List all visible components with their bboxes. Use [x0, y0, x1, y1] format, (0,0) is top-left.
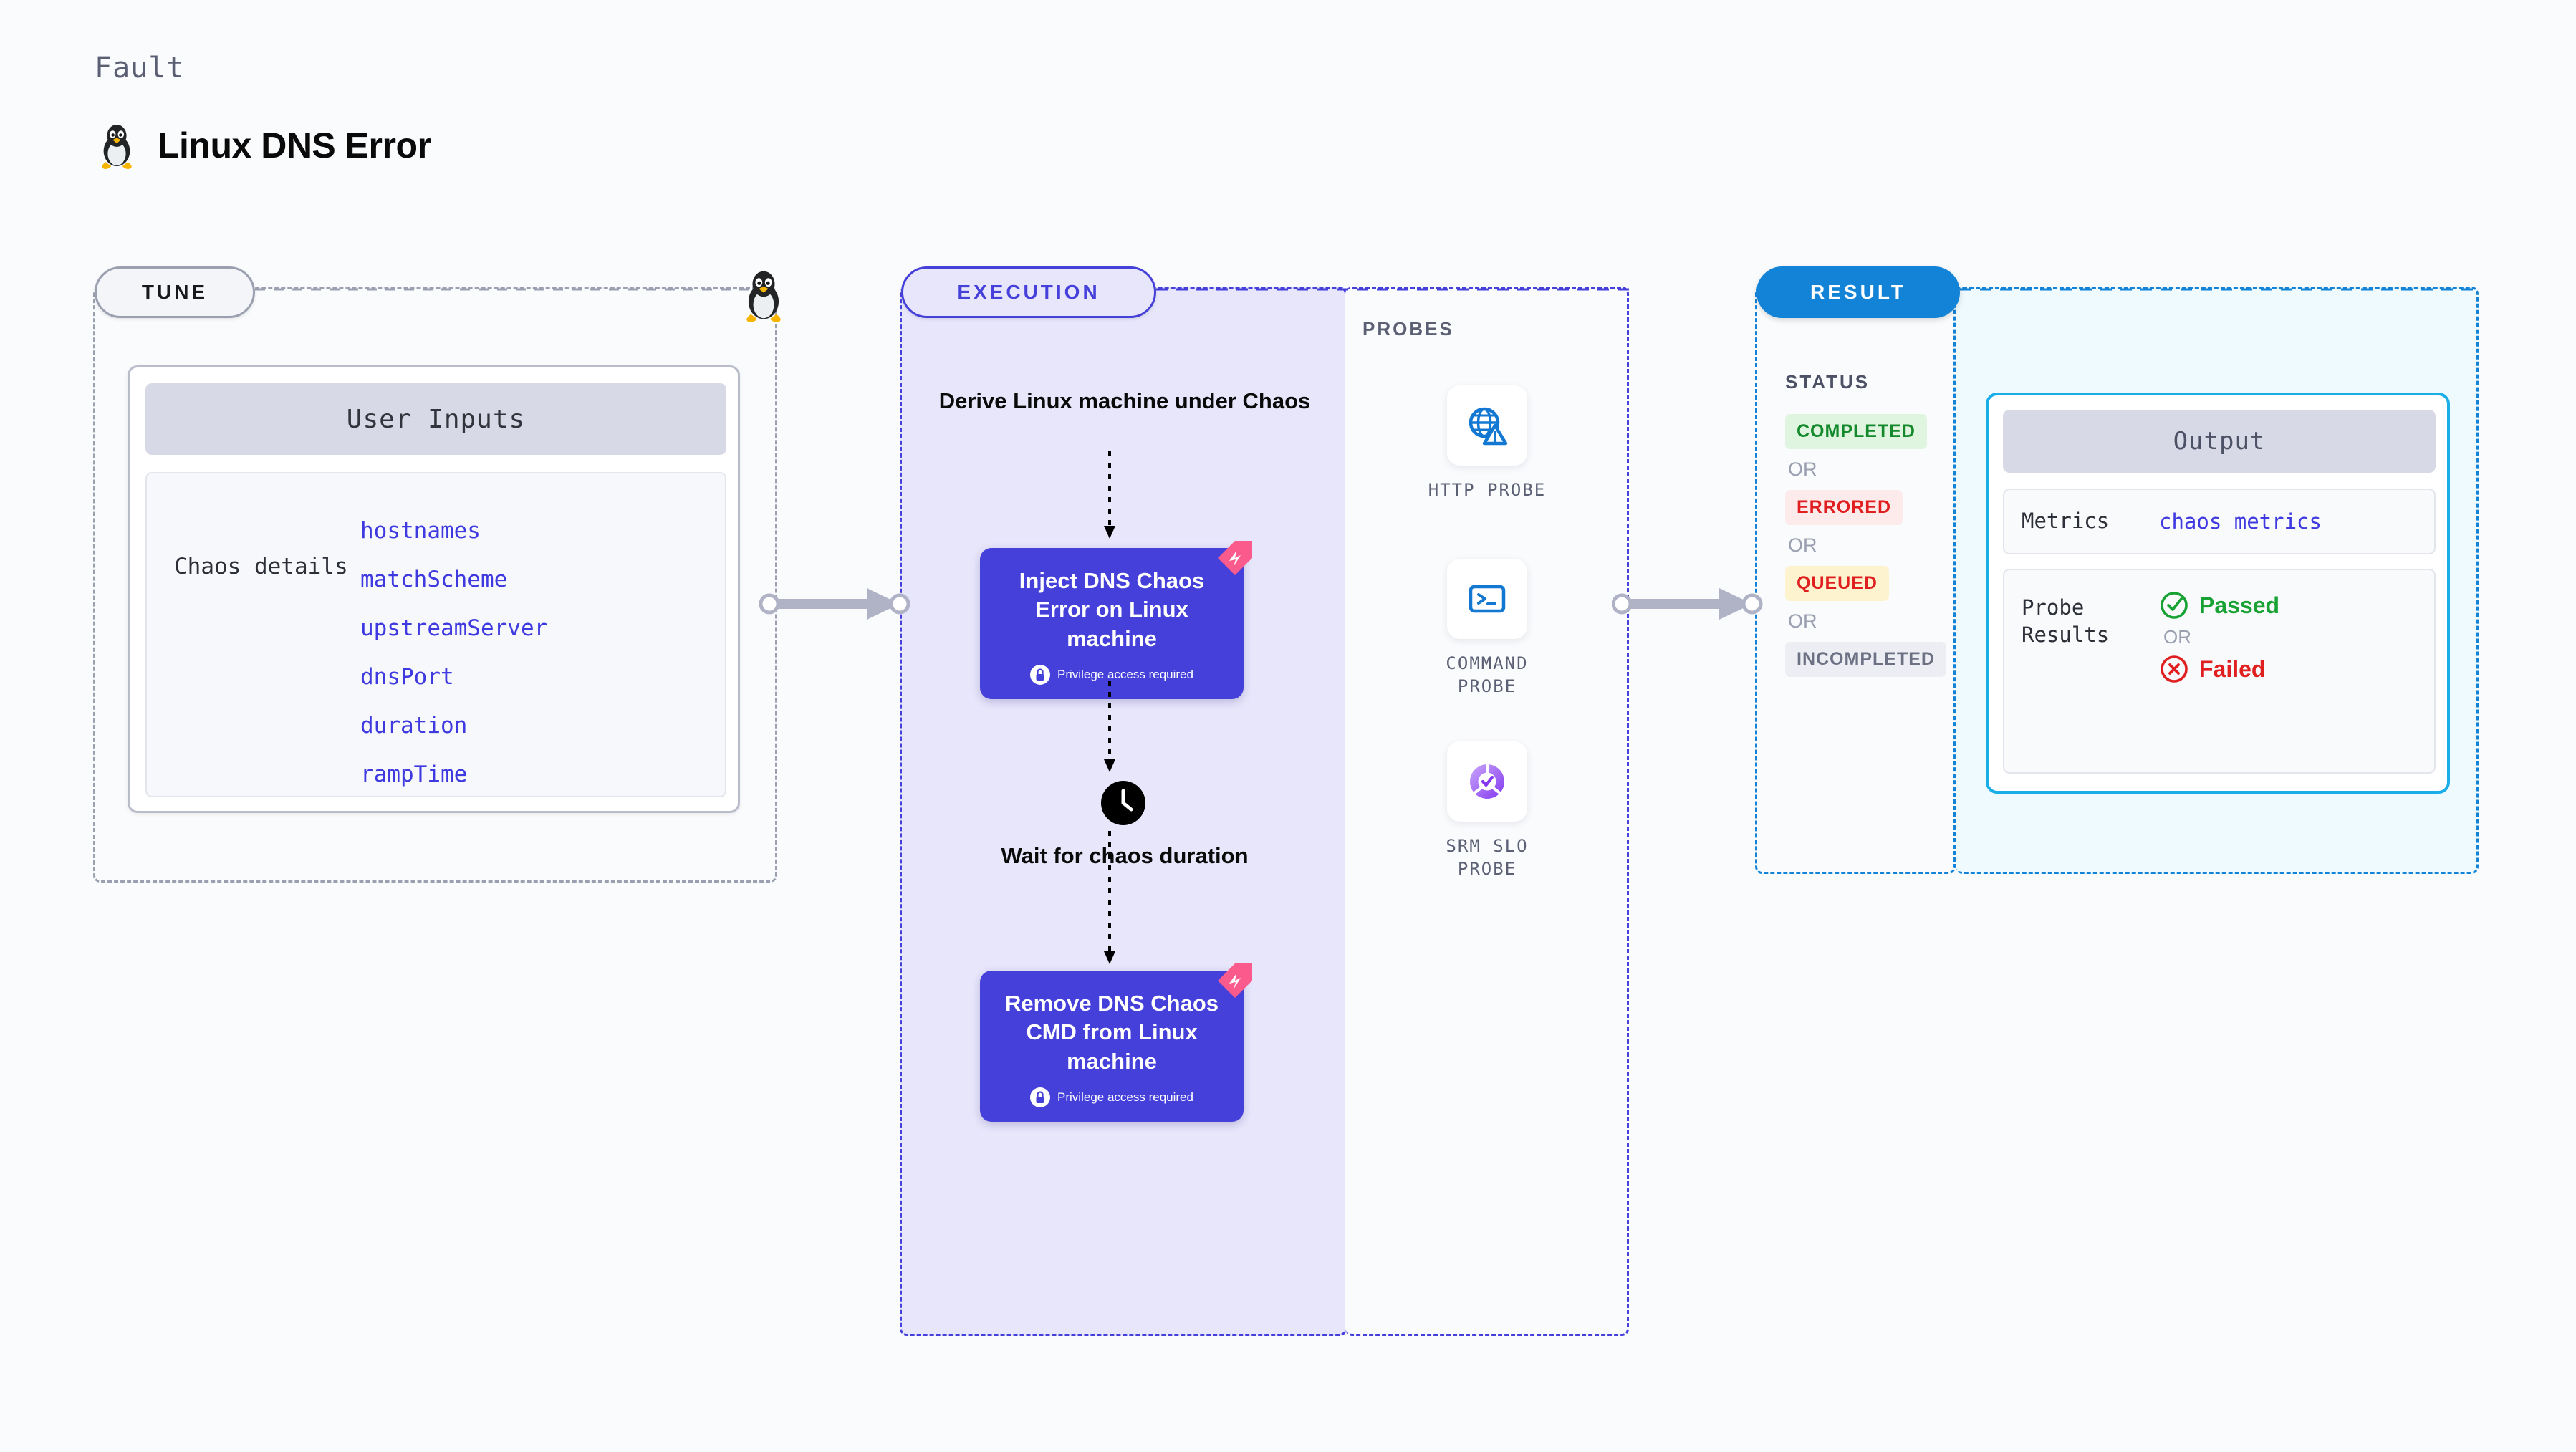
- execution-step-inject-title: Inject DNS Chaos Error on Linux machine: [1019, 568, 1205, 651]
- probe-command-label: COMMAND PROBE: [1446, 653, 1529, 697]
- param-upstreamserver[interactable]: upstreamServer: [360, 615, 548, 641]
- output-metrics-value[interactable]: chaos metrics: [2159, 509, 2322, 534]
- user-inputs-body: Chaos details hostnames matchScheme upst…: [145, 472, 726, 797]
- output-row-probe-results: Probe Results Passed OR Faile: [2003, 569, 2436, 774]
- output-header: Output: [2003, 410, 2436, 473]
- probes-section-label: PROBES: [1363, 318, 1454, 340]
- status-label: STATUS: [1785, 371, 1870, 393]
- status-list: COMPLETED OR ERRORED OR QUEUED OR INCOMP…: [1785, 414, 1946, 677]
- harness-ribbon-icon: [1218, 541, 1252, 575]
- probe-srm-slo-label: SRM SLO PROBE: [1446, 836, 1529, 880]
- slo-donut-check-icon: [1447, 741, 1527, 822]
- execution-step-remove-badge: Privilege access required: [994, 1087, 1229, 1107]
- result-pill: RESULT: [1756, 266, 1960, 318]
- output-card: Output Metrics chaos metrics Probe Resul…: [1986, 393, 2450, 794]
- tune-panel: [93, 287, 777, 883]
- param-dnsport[interactable]: dnsPort: [360, 664, 454, 690]
- tune-top-dashed-line: [255, 288, 749, 291]
- execution-step-remove-title: Remove DNS Chaos CMD from Linux machine: [1004, 991, 1219, 1074]
- output-passed-label: Passed: [2199, 592, 2280, 618]
- clock-icon: [1101, 781, 1145, 825]
- chaos-details-param-list: hostnames matchScheme upstreamServer dns…: [360, 518, 547, 787]
- connector-execution-to-result: [1612, 588, 1763, 620]
- output-probe-failed: Failed: [2159, 654, 2279, 684]
- user-inputs-header: User Inputs: [145, 383, 726, 455]
- probe-http[interactable]: HTTP PROBE: [1416, 385, 1559, 501]
- flow-arrow-3: [1104, 831, 1115, 964]
- execution-step-inject-badge: Privilege access required: [994, 664, 1229, 685]
- derive-machine-label: Derive Linux machine under Chaos: [938, 388, 1311, 413]
- lock-icon: [1030, 1087, 1051, 1107]
- linux-penguin-icon: [95, 120, 139, 170]
- status-badge-queued: QUEUED: [1785, 566, 1889, 601]
- connector-tune-to-execution: [759, 588, 910, 620]
- param-ramptime[interactable]: rampTime: [360, 761, 468, 787]
- status-badge-incompleted: INCOMPLETED: [1785, 642, 1946, 677]
- status-or-3: OR: [1788, 610, 1817, 632]
- probe-http-label: HTTP PROBE: [1428, 480, 1547, 500]
- output-metrics-key: Metrics: [2022, 509, 2110, 534]
- param-duration[interactable]: duration: [360, 713, 468, 739]
- output-probe-results-values: Passed OR Failed: [2159, 570, 2279, 684]
- lock-icon: [1030, 664, 1051, 685]
- status-badge-completed: COMPLETED: [1785, 414, 1927, 449]
- output-failed-label: Failed: [2199, 655, 2266, 682]
- status-or-1: OR: [1788, 458, 1817, 480]
- status-or-2: OR: [1788, 534, 1817, 556]
- output-row-metrics: Metrics chaos metrics: [2003, 489, 2436, 554]
- chaos-details-label: Chaos details: [174, 554, 348, 580]
- flow-arrow-2: [1104, 681, 1115, 772]
- execution-step-inject-card[interactable]: Inject DNS Chaos Error on Linux machine …: [980, 541, 1252, 699]
- execution-top-dashed-line: [1156, 288, 1630, 291]
- execution-step-remove-badge-text: Privilege access required: [1057, 1090, 1193, 1104]
- param-matchscheme[interactable]: matchScheme: [360, 567, 508, 592]
- output-probe-results-key: Probe Results: [2022, 595, 2110, 647]
- terminal-icon: [1447, 559, 1527, 639]
- tune-pill: TUNE: [95, 266, 255, 318]
- check-circle-icon: [2161, 592, 2188, 619]
- probe-srm-slo[interactable]: SRM SLO PROBE: [1416, 741, 1559, 881]
- page-eyebrow: Fault: [95, 52, 185, 85]
- result-top-dashed-line: [1960, 288, 2479, 291]
- param-hostnames[interactable]: hostnames: [360, 518, 481, 544]
- x-circle-icon: [2161, 655, 2188, 683]
- output-probe-passed: Passed: [2159, 590, 2279, 620]
- flow-arrow-1: [1104, 451, 1115, 539]
- execution-pill: EXECUTION: [901, 266, 1156, 318]
- execution-step-inject-badge-text: Privilege access required: [1057, 667, 1193, 681]
- output-or: OR: [2163, 626, 2191, 648]
- execution-step-remove-card[interactable]: Remove DNS Chaos CMD from Linux machine …: [980, 963, 1252, 1122]
- wait-for-chaos-label: Wait for chaos duration: [1001, 843, 1249, 868]
- page-title-row: Linux DNS Error: [95, 120, 431, 170]
- globe-warning-icon: [1447, 385, 1527, 466]
- probe-command[interactable]: COMMAND PROBE: [1416, 559, 1559, 698]
- harness-ribbon-icon: [1218, 963, 1252, 998]
- status-badge-errored: ERRORED: [1785, 490, 1903, 525]
- page-title: Linux DNS Error: [158, 125, 431, 165]
- tune-linux-node-icon: [736, 266, 791, 324]
- user-inputs-card: User Inputs Chaos details hostnames matc…: [128, 365, 740, 813]
